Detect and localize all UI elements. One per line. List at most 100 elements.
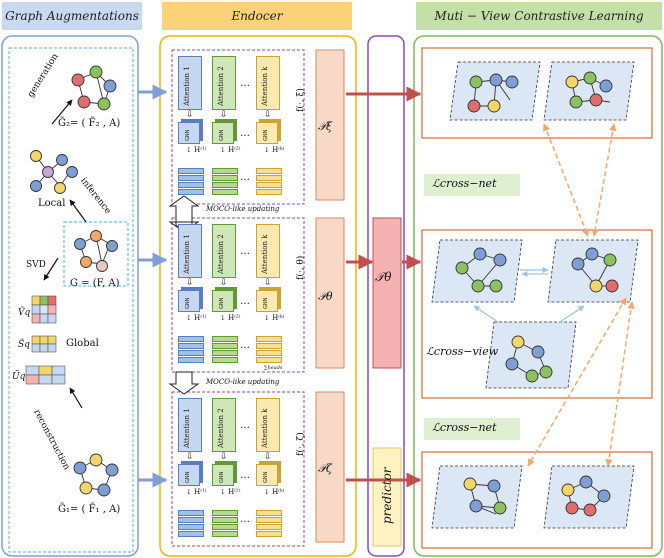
feature-bar	[212, 343, 238, 349]
feature-bar	[256, 524, 282, 530]
matrix-uq	[25, 365, 66, 385]
feature-bar	[178, 510, 204, 516]
down-arrow-icon: ⇩	[220, 452, 228, 462]
middle-frame	[367, 35, 405, 557]
feature-bar	[178, 336, 204, 342]
graph-top-2	[565, 71, 613, 109]
t-theta-label: 𝒯θ	[375, 270, 392, 284]
matrix-vq	[31, 295, 57, 324]
feature-bar	[212, 182, 238, 188]
p-tile-theta	[315, 217, 345, 369]
gnn-label: GNN	[185, 129, 191, 141]
attention-box	[212, 398, 236, 452]
label-g1: G̃₁= ( F̃₁ , A)	[58, 504, 121, 515]
arrow-inference	[69, 199, 87, 223]
ellipsis: …	[240, 420, 250, 431]
label-svd: SVD	[26, 260, 46, 270]
feature-bar	[178, 350, 204, 356]
attention-label: Attention 1	[183, 66, 191, 106]
heads-label: ∑heads	[264, 365, 283, 371]
mvcl-frame	[413, 35, 663, 557]
h-output-label: ↓ H⁽²⁾	[220, 314, 241, 322]
p-tile-zeta	[315, 391, 345, 543]
gnn-cube	[256, 122, 278, 144]
graph-aug-local	[30, 150, 78, 194]
loss-net-top: ℒcross−net	[432, 177, 497, 190]
gnn-cube	[178, 290, 200, 312]
p-zeta-label: 𝒫ζ	[318, 462, 332, 475]
ellipsis: …	[240, 172, 250, 183]
gnn-cube	[212, 122, 234, 144]
loss-net-bot-bg	[424, 418, 520, 440]
feature-bar	[256, 336, 282, 342]
loss-view: ℒcross−view	[426, 345, 499, 358]
moco-label-bot: MOCO-like updating	[206, 378, 280, 386]
attention-label: Attention 2	[217, 234, 225, 274]
feature-bar	[178, 168, 204, 174]
header-mvcl: Muti − View Contrastive Learning	[416, 2, 662, 30]
feature-bar	[212, 175, 238, 181]
label-uq: Ũq	[12, 372, 26, 382]
feature-bar	[256, 531, 282, 537]
h-output-label: ↓ H⁽ᵏ⁾	[264, 146, 285, 154]
feature-bar	[212, 524, 238, 530]
label-vq: Ṽq	[18, 308, 31, 318]
cross-net-arrow-1	[542, 123, 590, 237]
h-output-label: ↓ H⁽¹⁾	[186, 146, 207, 154]
ellipsis: …	[240, 514, 250, 525]
feature-bar	[178, 343, 204, 349]
gnn-label: GNN	[219, 129, 225, 141]
h-output-label: ↓ H⁽²⁾	[220, 146, 241, 154]
attention-box	[178, 224, 202, 278]
attention-box	[256, 224, 280, 278]
attention-box	[178, 56, 202, 110]
ellipsis: …	[240, 340, 250, 351]
gnn-label: GNN	[263, 297, 269, 309]
feature-bar	[256, 175, 282, 181]
graph-aug-g2	[71, 65, 117, 111]
feature-bar	[178, 531, 204, 537]
down-arrow-icon: ⇩	[264, 278, 272, 288]
feature-bar	[212, 510, 238, 516]
gnn-label: GNN	[263, 471, 269, 483]
ellipsis: …	[240, 246, 250, 257]
encoder-group-top	[171, 49, 305, 205]
gnn-cube	[178, 464, 200, 486]
p-xi-label: 𝒫ξ	[318, 120, 332, 133]
gnn-label: GNN	[219, 471, 225, 483]
graph-bot-1	[463, 477, 507, 515]
attention-box	[178, 398, 202, 452]
moco-label-top: MOCO-like updating	[206, 205, 280, 213]
aug-frame	[1, 35, 139, 557]
header-graph-augmentations: Graph Augmentations	[2, 2, 142, 30]
feature-bar	[212, 189, 238, 195]
view-card-bot-2	[543, 465, 635, 529]
attention-label: Attention 1	[183, 234, 191, 274]
gnn-label: GNN	[219, 297, 225, 309]
f-zeta-label: f(·, ζ)	[296, 432, 306, 456]
feature-bar	[178, 357, 204, 363]
label-local: Local	[38, 198, 66, 209]
g-dashed-frame	[63, 221, 129, 287]
graph-bot-2	[561, 475, 611, 517]
attention-box	[256, 56, 280, 110]
feature-bar	[178, 182, 204, 188]
feature-bar	[212, 336, 238, 342]
moco-arrow-bot	[168, 371, 200, 395]
label-g2: G̃₂= ( F̃₂ , A)	[58, 118, 121, 129]
p-theta-label: 𝒫θ	[318, 290, 333, 303]
cross-net-arrow-2	[591, 123, 617, 237]
loss-net-bot: ℒcross−net	[432, 421, 497, 434]
feature-bar	[178, 175, 204, 181]
h-output-label: ↓ H⁽ᵏ⁾	[264, 488, 285, 496]
label-global: Global	[66, 338, 99, 349]
encoder-group-mid	[171, 217, 305, 373]
attention-box	[256, 398, 280, 452]
attention-label: Attention k	[261, 234, 269, 274]
down-arrow-icon: ⇩	[186, 278, 194, 288]
feature-bar	[256, 189, 282, 195]
arrow-generation	[51, 99, 73, 125]
label-g: G = (F, A)	[70, 278, 120, 289]
cross-net-arrow-4	[605, 301, 635, 467]
